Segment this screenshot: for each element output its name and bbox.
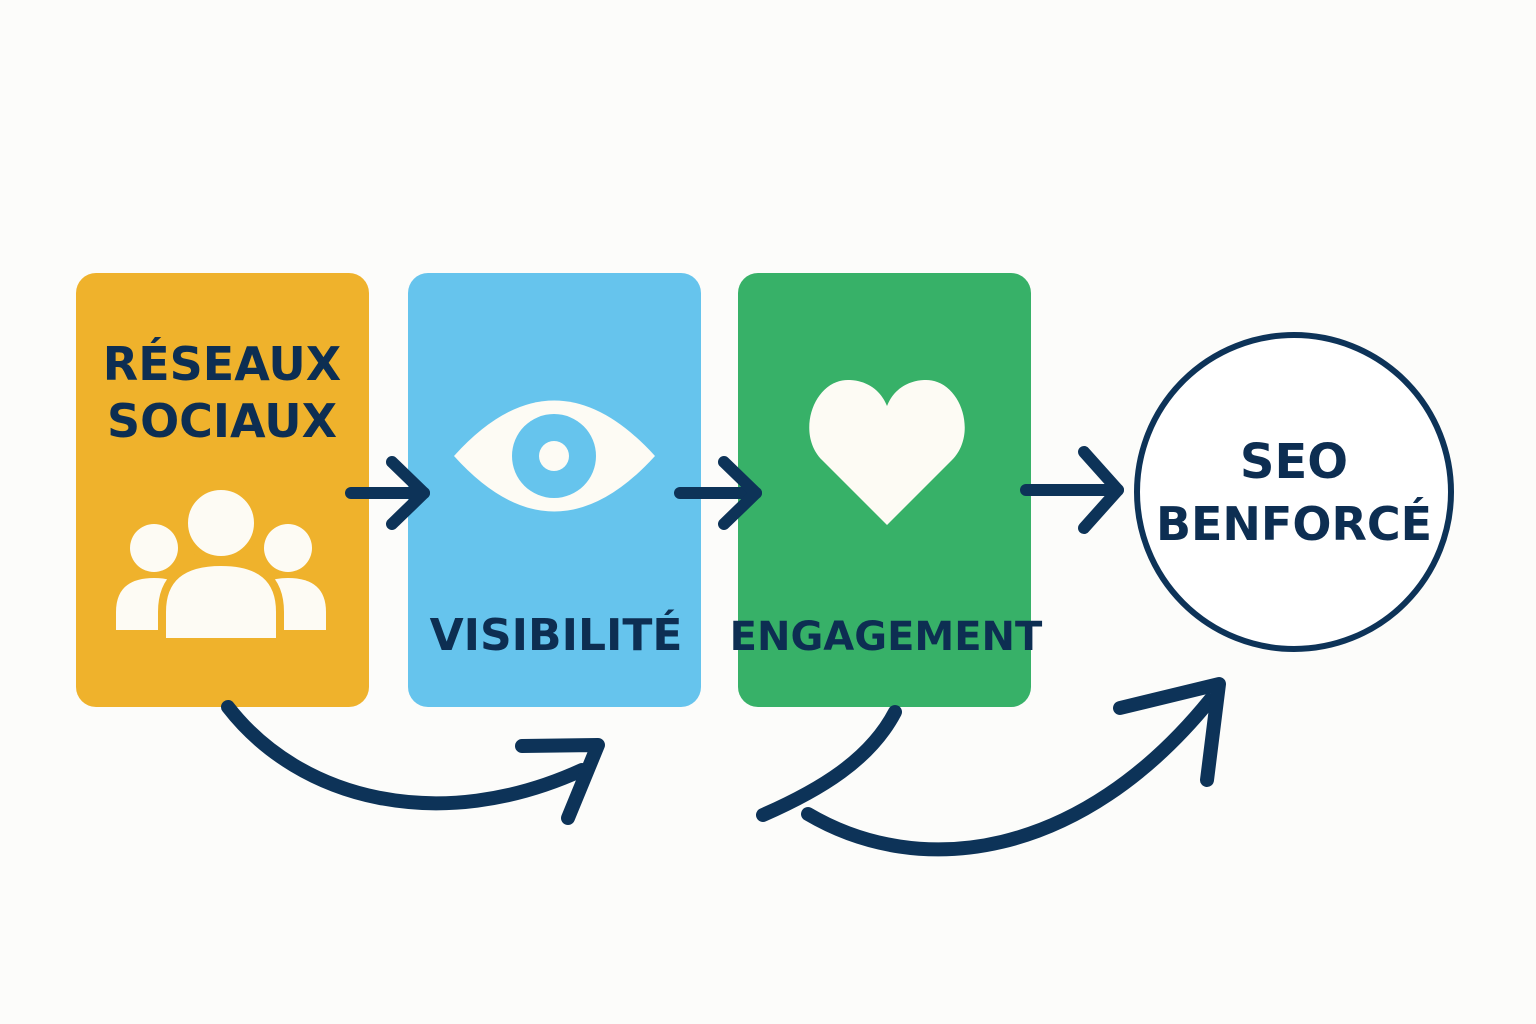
result-label-line2: BENFORCÉ [1156, 497, 1432, 551]
curved-arrows [221, 677, 1226, 857]
step-label-reseaux-line2: SOCIAUX [107, 394, 337, 448]
arrow-right-icon [345, 456, 430, 530]
connector-arrows [345, 446, 1124, 534]
result-label-line1: SEO [1240, 434, 1348, 490]
step-label-engagement: ENGAGEMENT [730, 614, 1043, 660]
step-label-visibilite: VISIBILITÉ [430, 608, 683, 661]
step-reseaux-sociaux: RÉSEAUX SOCIAUX [76, 273, 369, 707]
curved-arrow-icon [221, 700, 605, 825]
curved-arrow-icon [756, 705, 902, 822]
curved-arrow-icon [801, 677, 1226, 857]
arrow-right-icon [674, 456, 762, 530]
step-label-reseaux-line1: RÉSEAUX [103, 337, 341, 391]
eye-icon [454, 400, 655, 512]
arrow-right-icon [1020, 446, 1124, 534]
result-circle [1134, 332, 1454, 652]
people-icon [116, 482, 326, 646]
step-engagement: ENGAGEMENT [730, 273, 1043, 707]
heart-icon [809, 379, 965, 525]
result-seo: SEO BENFORCÉ [1134, 332, 1454, 652]
step-visibilite: VISIBILITÉ [408, 273, 701, 707]
